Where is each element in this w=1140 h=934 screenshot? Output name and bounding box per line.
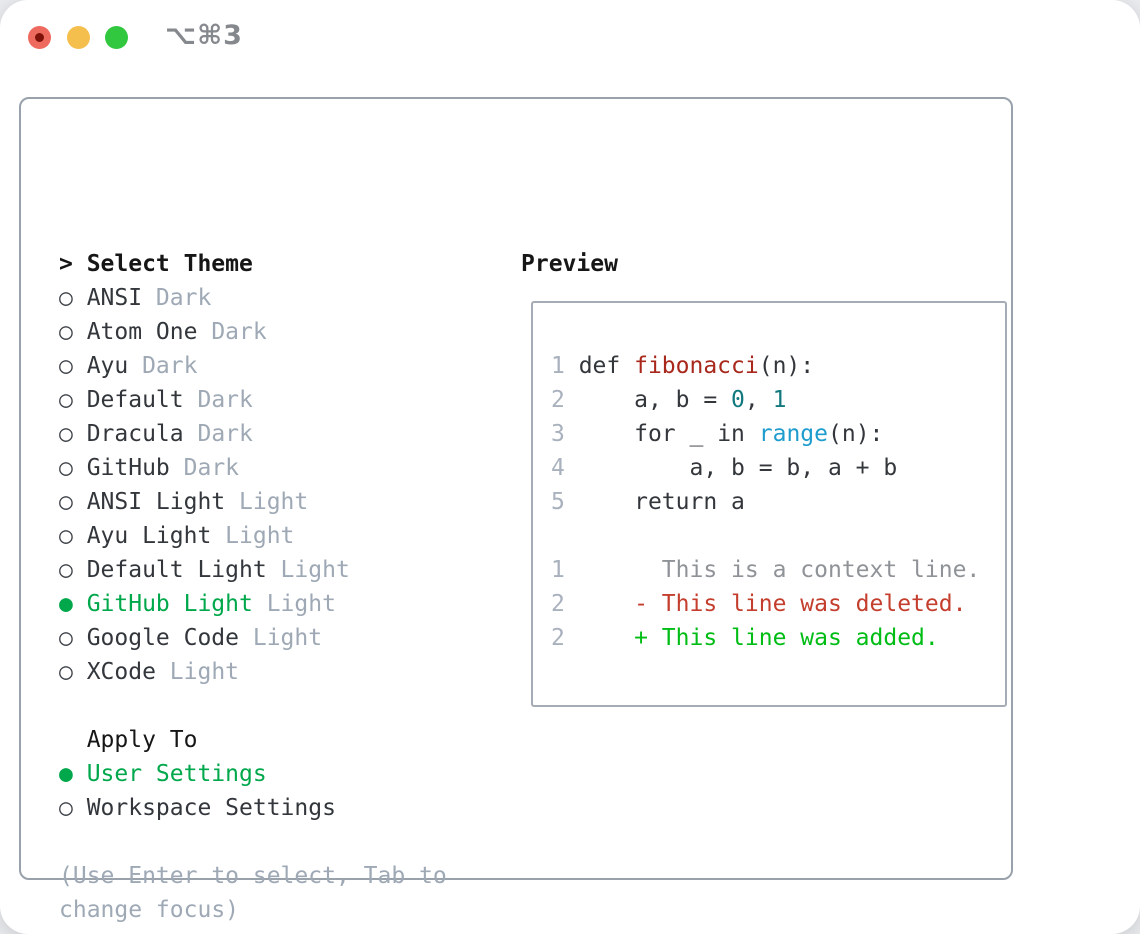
help-text: change focus) xyxy=(59,897,240,923)
radio-icon: ○ xyxy=(59,421,73,447)
theme-variant-tag: Light xyxy=(266,557,350,583)
radio-icon: ○ xyxy=(59,285,73,311)
radio-icon: ○ xyxy=(59,353,73,379)
theme-name: Default xyxy=(86,387,184,413)
radio-icon: ○ xyxy=(59,489,73,515)
theme-option-ansi[interactable]: ○ ANSI Dark xyxy=(59,281,447,315)
window-shortcut-label: ⌥⌘3 xyxy=(165,20,243,51)
theme-option-github-light[interactable]: ● GitHub Light Light xyxy=(59,587,447,621)
radio-icon: ○ xyxy=(59,387,73,413)
diff-line-context: 1 This is a context line. xyxy=(551,557,981,583)
theme-variant-tag: Light xyxy=(155,659,240,685)
radio-icon: ○ xyxy=(59,795,73,821)
line-number: 3 xyxy=(551,421,579,447)
code-line: 2 a, b = 0, 1 xyxy=(551,387,787,413)
radio-icon: ● xyxy=(59,761,73,787)
line-number: 5 xyxy=(551,489,579,515)
theme-variant-tag: Dark xyxy=(183,387,253,413)
theme-option-ayu[interactable]: ○ Ayu Dark xyxy=(59,349,447,383)
theme-variant-tag: Light xyxy=(225,489,309,515)
line-number: 4 xyxy=(551,455,579,481)
record-dot-icon xyxy=(35,33,44,42)
theme-selector-panel: > Select Theme ○ ANSI Dark ○ Atom One Dark ○ Ay… xyxy=(19,97,1013,923)
line-number: 2 xyxy=(551,387,579,413)
theme-variant-tag: Dark xyxy=(142,285,212,311)
line-number: 2 xyxy=(551,591,579,617)
theme-name: ANSI xyxy=(86,285,143,311)
radio-icon: ○ xyxy=(59,523,73,549)
preview-header: Preview xyxy=(521,251,618,277)
theme-variant-tag: Dark xyxy=(169,455,240,481)
radio-icon: ○ xyxy=(59,625,73,651)
theme-name: GitHub xyxy=(86,455,170,481)
theme-option-xcode[interactable]: ○ XCode Light xyxy=(59,655,447,689)
theme-variant-tag: Light xyxy=(239,625,323,651)
code-line: 3 for _ in range(n): xyxy=(551,421,884,447)
theme-option-ansi-light[interactable]: ○ ANSI Light Light xyxy=(59,485,447,519)
theme-name: Ayu Light xyxy=(86,523,212,549)
radio-icon: ○ xyxy=(59,455,73,481)
radio-icon: ○ xyxy=(59,319,73,345)
radio-icon: ● xyxy=(59,591,73,617)
theme-option-default[interactable]: ○ Default Dark xyxy=(59,383,447,417)
zoom-button[interactable] xyxy=(105,26,128,49)
code-line: 1 def fibonacci(n): xyxy=(551,353,815,379)
theme-variant-tag: Light xyxy=(252,591,336,617)
line-number: 2 xyxy=(551,625,579,651)
select-theme-header: > Select Theme xyxy=(59,247,447,281)
theme-variant-tag: Light xyxy=(211,523,295,549)
preview-pane: 1 def fibonacci(n): 2 a, b = 0, 1 3 for _ … xyxy=(531,301,1007,707)
diff-line-added: 2 + This line was added. xyxy=(551,625,939,651)
minimize-button[interactable] xyxy=(67,26,90,49)
theme-option-ayu-light[interactable]: ○ Ayu Light Light xyxy=(59,519,447,553)
theme-name: Dracula xyxy=(86,421,184,447)
close-button[interactable] xyxy=(28,26,51,49)
theme-name: GitHub Light xyxy=(86,591,253,617)
theme-name: Ayu xyxy=(86,353,129,379)
theme-list: > Select Theme ○ ANSI Dark ○ Atom One Dark ○ Ay… xyxy=(59,247,447,927)
code-line: 5 return a xyxy=(551,489,745,515)
diff-line-deleted: 2 - This line was deleted. xyxy=(551,591,967,617)
apply-option-user-settings[interactable]: ● User Settings xyxy=(59,757,447,791)
theme-name: ANSI Light xyxy=(86,489,226,515)
theme-option-google-code[interactable]: ○ Google Code Light xyxy=(59,621,447,655)
theme-option-default-light[interactable]: ○ Default Light Light xyxy=(59,553,447,587)
code-line: 4 a, b = b, a + b xyxy=(551,455,898,481)
theme-name: Google Code xyxy=(86,625,240,651)
apply-option-label: User Settings xyxy=(86,761,267,787)
theme-option-github[interactable]: ○ GitHub Dark xyxy=(59,451,447,485)
line-number: 1 xyxy=(551,353,579,379)
theme-variant-tag: Dark xyxy=(197,319,267,345)
apply-to-title: Apply To xyxy=(86,727,198,753)
apply-to-header: Apply To xyxy=(59,723,447,757)
apply-option-label: Workspace Settings xyxy=(86,795,336,821)
radio-icon: ○ xyxy=(59,659,73,685)
select-theme-title: Select Theme xyxy=(86,251,253,277)
radio-icon: ○ xyxy=(59,557,73,583)
prompt-icon: > xyxy=(59,251,73,277)
theme-option-atom-one[interactable]: ○ Atom One Dark xyxy=(59,315,447,349)
theme-name: Atom One xyxy=(86,319,198,345)
line-number: 1 xyxy=(551,557,579,583)
theme-name: Default Light xyxy=(86,557,267,583)
theme-option-dracula[interactable]: ○ Dracula Dark xyxy=(59,417,447,451)
theme-name: XCode xyxy=(86,659,156,685)
help-text: (Use Enter to select, Tab to xyxy=(59,863,447,889)
apply-option-workspace-settings[interactable]: ○ Workspace Settings xyxy=(59,791,447,825)
theme-variant-tag: Dark xyxy=(128,353,198,379)
theme-variant-tag: Dark xyxy=(183,421,253,447)
